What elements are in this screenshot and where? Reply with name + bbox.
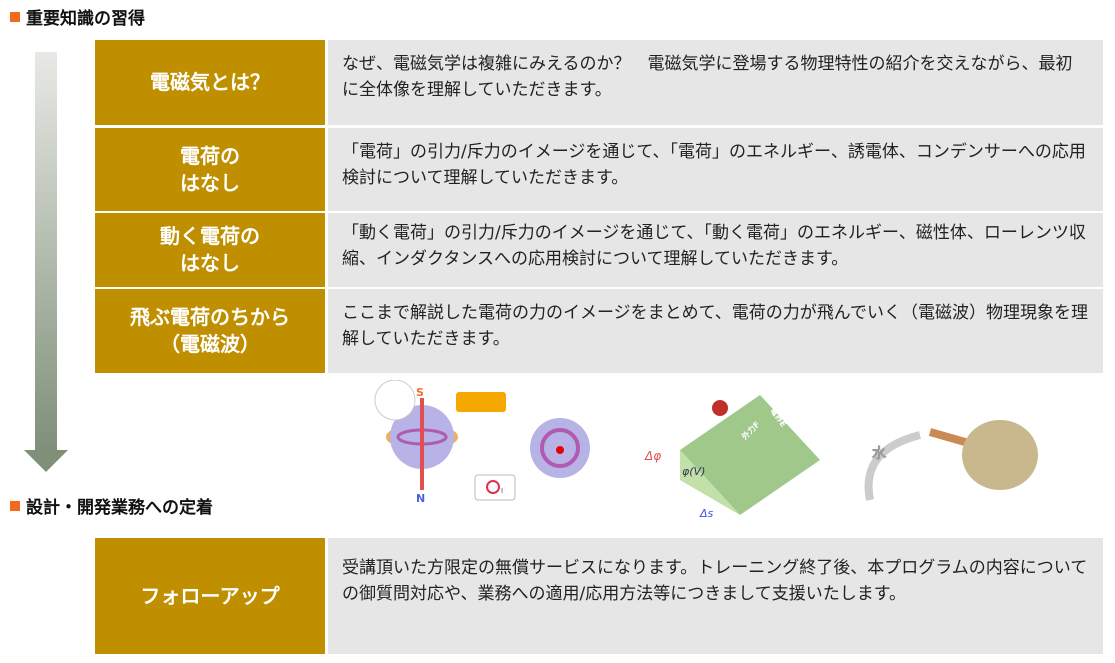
course-description: 「動く電荷」の引力/斥力のイメージを通じて、「動く電荷」のエネルギー、磁性体、ロ… bbox=[328, 213, 1103, 287]
label-water: 水 bbox=[872, 445, 887, 462]
followup-label: フォローアップ bbox=[95, 538, 325, 654]
course-label: 動く電荷の はなし bbox=[95, 213, 325, 287]
course-description: なぜ、電磁気学は複雑にみえるのか？ 電磁気学に登場する物理特性の紹介を交えながら… bbox=[328, 40, 1103, 125]
bullet-square-icon bbox=[10, 11, 20, 22]
label-phi-v: φ(V) bbox=[682, 465, 705, 478]
followup-row: フォローアップ受講頂いた方限定の無償サービスになります。トレーニング終了後、本プ… bbox=[95, 538, 1103, 654]
course-row: 電磁気とは？なぜ、電磁気学は複雑にみえるのか？ 電磁気学に登場する物理特性の紹介… bbox=[95, 40, 1103, 125]
label-current: I bbox=[501, 487, 503, 495]
label-s: S bbox=[416, 386, 424, 399]
illustrations: S N I Δφ φ(V) Δs 外力F 電界E 水 bbox=[374, 380, 1038, 520]
course-row: 動く電荷の はなし「動く電荷」の引力/斥力のイメージを通じて、「動く電荷」のエネ… bbox=[95, 213, 1103, 287]
followup-description: 受講頂いた方限定の無償サービスになります。トレーニング終了後、本プログラムの内容… bbox=[328, 538, 1103, 654]
course-description: 「電荷」の引力/斥力のイメージを通じて、「電荷」のエネルギー、誘電体、コンデンサ… bbox=[328, 128, 1103, 211]
label-delta-phi: Δφ bbox=[644, 449, 661, 463]
course-row: 飛ぶ電荷のちから （電磁波）ここまで解説した電荷の力のイメージをまとめて、電荷の… bbox=[95, 289, 1103, 373]
course-row: 電荷の はなし「電荷」の引力/斥力のイメージを通じて、「電荷」のエネルギー、誘電… bbox=[95, 128, 1103, 211]
bullet-square-icon bbox=[10, 500, 20, 511]
field-illustration: Δφ φ(V) Δs 外力F 電界E bbox=[644, 395, 820, 520]
section-heading-knowledge: 重要知識の習得 bbox=[10, 4, 145, 29]
label-n: N bbox=[416, 492, 425, 505]
course-label: 電荷の はなし bbox=[95, 128, 325, 211]
water-illustration: 水 bbox=[864, 420, 1038, 501]
section-title: 重要知識の習得 bbox=[26, 9, 145, 29]
label-delta-s: Δs bbox=[699, 507, 714, 520]
section-heading-application: 設計・開発業務への定着 bbox=[10, 493, 213, 518]
course-label: 電磁気とは？ bbox=[95, 40, 325, 125]
progress-arrow-shaft bbox=[35, 52, 57, 452]
course-description: ここまで解説した電荷の力のイメージをまとめて、電荷の力が飛んでいく（電磁波）物理… bbox=[328, 289, 1103, 373]
course-label: 飛ぶ電荷のちから （電磁波） bbox=[95, 289, 325, 373]
section-title: 設計・開発業務への定着 bbox=[26, 498, 213, 518]
down-arrow-icon bbox=[24, 450, 68, 472]
spin-illustration: S N I bbox=[374, 380, 590, 505]
